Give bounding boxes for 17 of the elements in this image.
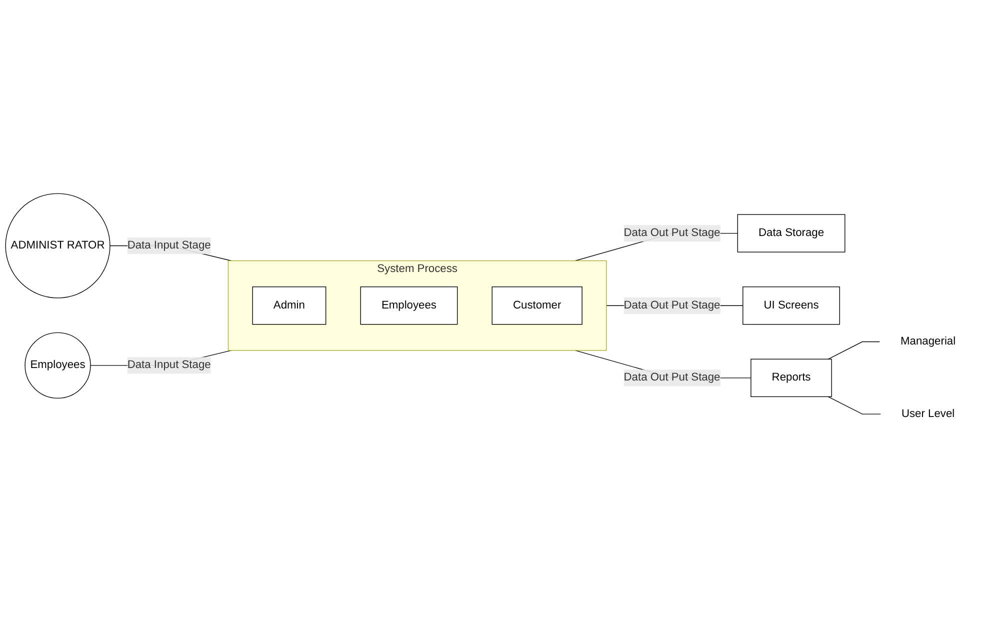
edge-label: Data Input Stage [127,358,211,371]
node-box: Data Storage [737,214,846,252]
connector [828,341,880,360]
node-text: Managerial [900,335,956,348]
node-circle: ADMINIST RATOR [5,193,110,298]
node-box: Customer [492,286,582,325]
edge-label: Data Out Put Stage [624,226,720,239]
edge-label: Data Out Put Stage [624,299,720,311]
node-circle: Employees [24,332,91,398]
connector [828,396,881,414]
node-box: Admin [252,286,326,325]
edge-label: Data Out Put Stage [624,371,720,384]
node-text: User Level [901,408,955,420]
edge-label: Data Input Stage [127,239,211,252]
node-box: UI Screens [742,286,840,325]
node-box: Reports [750,358,832,397]
node-box: Employees [360,286,458,325]
